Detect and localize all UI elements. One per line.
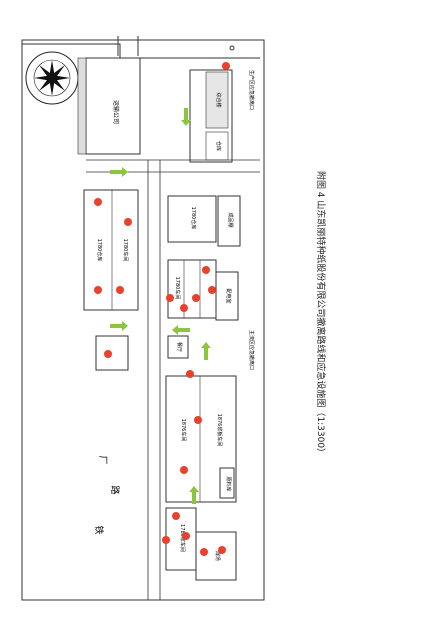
main-road xyxy=(147,160,161,600)
emergency-marker-icon xyxy=(124,218,132,226)
evacuation-arrow-icon xyxy=(172,325,190,335)
building-office2 xyxy=(205,71,229,129)
building-annex xyxy=(77,57,87,155)
emergency-marker-icon xyxy=(186,370,194,378)
evacuation-arrow-icon xyxy=(189,486,199,504)
label-power: 配电室 xyxy=(225,288,232,303)
building-warehouse-b xyxy=(167,195,217,243)
emergency-marker-icon xyxy=(208,286,216,294)
emergency-marker-icon xyxy=(172,512,180,520)
building-office xyxy=(85,57,141,155)
label-road-east: 铁 xyxy=(93,525,105,534)
emergency-marker-icon xyxy=(200,548,208,556)
building-warehouse-1780 xyxy=(83,189,139,311)
label-shed: 成品棚 xyxy=(227,212,234,227)
label-workshop-c: 1876车间 xyxy=(180,419,187,442)
emergency-marker-icon xyxy=(166,294,174,302)
building-shed xyxy=(217,195,241,247)
exit-point-icon xyxy=(229,45,235,51)
label-exit-main: 主流区应急撤离口 xyxy=(248,330,255,370)
emergency-marker-icon xyxy=(202,266,210,274)
emergency-marker-icon xyxy=(182,532,190,540)
emergency-marker-icon xyxy=(192,294,200,302)
evacuation-arrow-icon xyxy=(201,342,211,360)
emergency-marker-icon xyxy=(94,198,102,206)
emergency-marker-icon xyxy=(104,350,112,358)
emergency-marker-icon xyxy=(222,62,230,70)
label-office2: 综合楼 xyxy=(215,92,222,107)
label-paper-1876: 1876浆板车间 xyxy=(216,414,223,447)
label-factory-mark: 厂 xyxy=(97,455,108,464)
emergency-marker-icon xyxy=(162,536,170,544)
label-coal: 煤场 xyxy=(214,551,221,561)
label-warehouse-b: 1780仓库 xyxy=(190,207,197,230)
evacuation-arrow-icon xyxy=(110,167,128,177)
label-workshop-1780b: 1780浆车间 xyxy=(179,524,186,552)
road-edge xyxy=(22,43,260,59)
label-office: 运输公司 xyxy=(112,100,120,124)
building-coal xyxy=(195,531,237,581)
label-exit-production: 生产区应急撤离口 xyxy=(248,70,255,110)
evacuation-arrow-icon xyxy=(110,321,128,331)
label-workshop-1780: 1780车间 xyxy=(122,239,129,262)
emergency-marker-icon xyxy=(194,416,202,424)
emergency-marker-icon xyxy=(116,286,124,294)
evacuation-arrows xyxy=(110,108,211,504)
map-caption: 附图 4 山东凯丽特种纸股份有限公司撤离路线和应急设施图（1:3300） xyxy=(315,171,327,457)
label-raw-wh: 原料库 xyxy=(225,476,232,491)
road-edge xyxy=(117,36,139,56)
label-store: 仓库 xyxy=(215,141,222,151)
label-workshop-b: 1780车间 xyxy=(174,277,181,300)
emergency-marker-icon xyxy=(180,466,188,474)
building-hall xyxy=(167,335,189,359)
emergency-marker-icon xyxy=(218,546,226,554)
compass-rose-icon xyxy=(25,51,79,105)
emergency-marker-icon xyxy=(94,286,102,294)
label-hall: 餐厅 xyxy=(176,342,183,352)
building-workshop-1780b xyxy=(165,507,197,571)
map-frame xyxy=(21,39,265,601)
label-road-mid: 路 xyxy=(109,485,121,494)
building-small xyxy=(95,335,129,371)
evacuation-arrow-icon xyxy=(181,108,191,126)
label-warehouse-1780: 1780仓库 xyxy=(96,239,103,262)
building-raw-wh xyxy=(219,467,235,499)
emergency-markers xyxy=(94,62,230,556)
emergency-marker-icon xyxy=(180,304,188,312)
building-power xyxy=(215,271,239,321)
